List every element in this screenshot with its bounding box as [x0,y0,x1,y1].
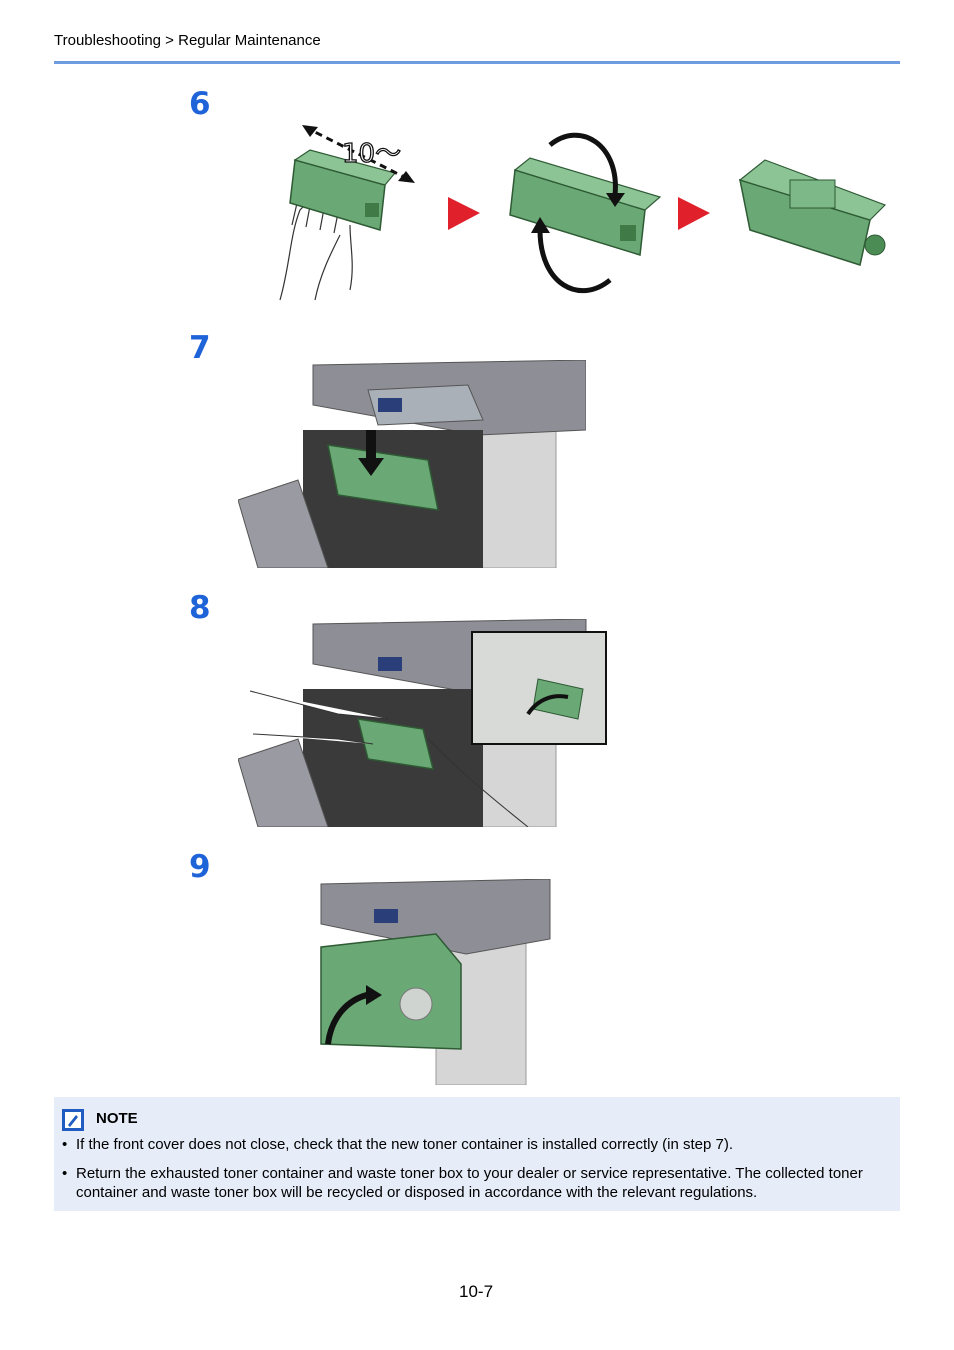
page-number: 10-7 [459,1282,494,1301]
bullet: • [62,1165,68,1182]
next-arrow-icon [678,197,710,230]
note-icon [62,1109,84,1131]
header-rule [54,61,900,64]
step-number-8: 8 [189,590,211,626]
step-9-illustration [316,879,552,1085]
step-number-6: 6 [189,86,211,122]
note-box: NOTE • If the front cover does not close… [54,1097,900,1211]
toner-container-image [738,159,887,266]
breadcrumb: Troubleshooting > Regular Maintenance [54,32,321,49]
shake-count-label: 10～ [342,139,401,169]
next-arrow-icon [448,197,480,230]
toner-shake-image [289,149,397,231]
step-6-illustration: 10～ [270,115,900,305]
step-8-illustration [238,619,610,827]
step-7-illustration [238,360,586,568]
note-item-text: Return the exhausted toner container and… [76,1165,863,1201]
step-number-9: 9 [189,849,211,885]
note-title: NOTE [96,1110,138,1127]
step-number-7: 7 [189,330,211,366]
note-item-text: If the front cover does not close, check… [76,1136,733,1153]
toner-rotate-image [509,157,662,256]
bullet: • [62,1136,68,1153]
